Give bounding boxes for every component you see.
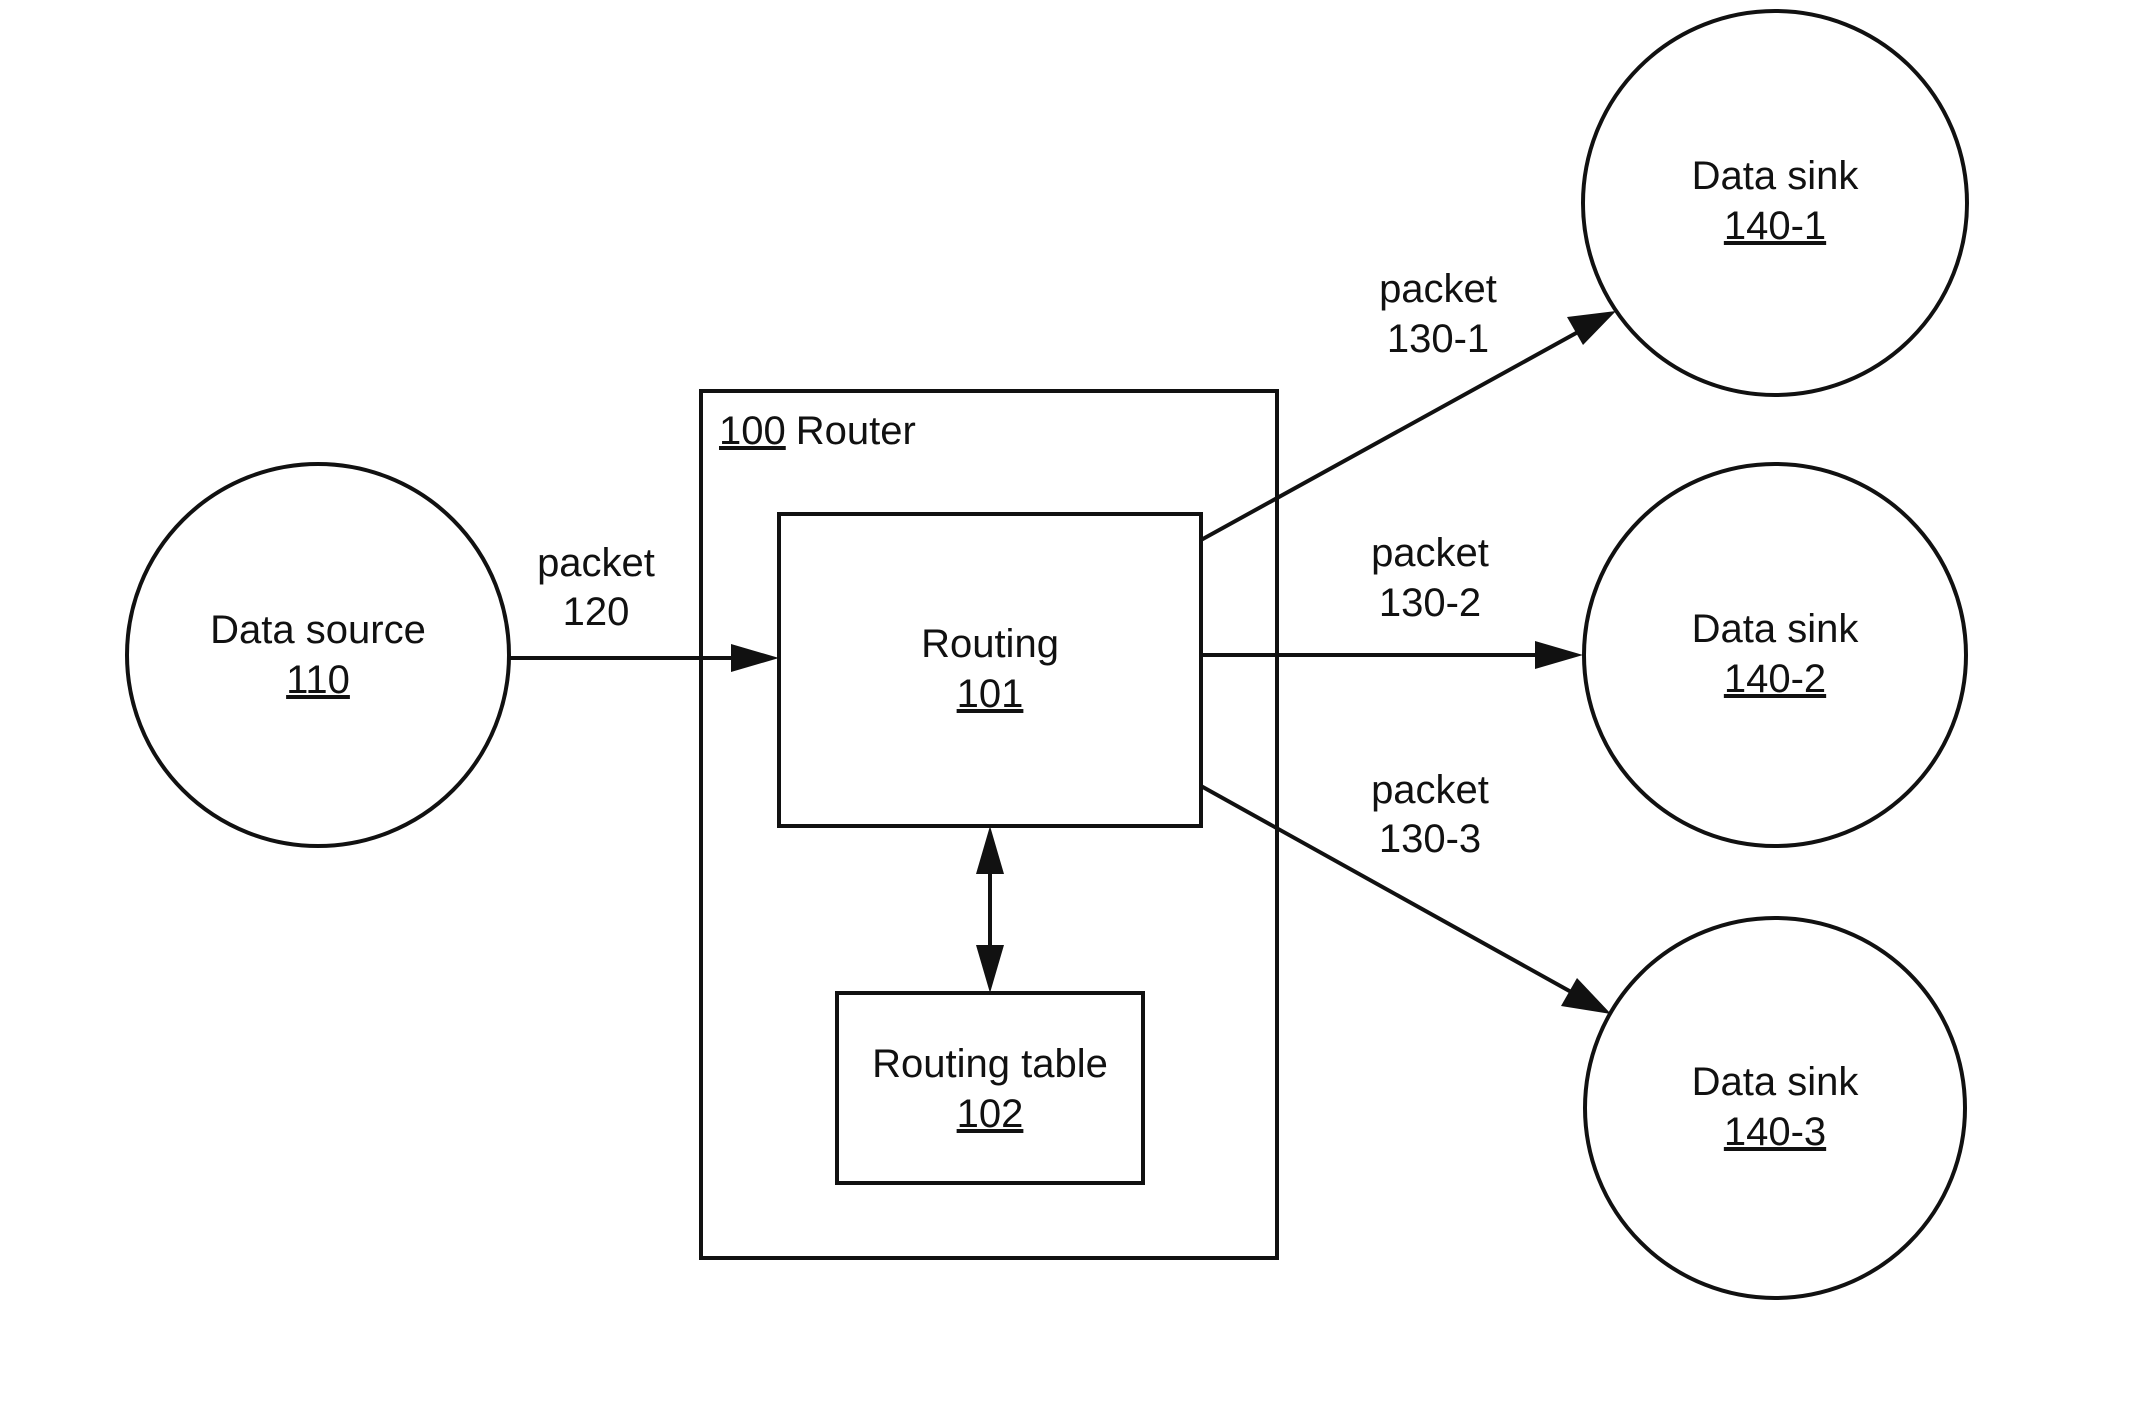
packet-out-ref-1: 130-1 <box>1387 317 1489 361</box>
data-sink-label-3: Data sink <box>1692 1060 1860 1104</box>
data-sink-node-1 <box>1583 11 1967 395</box>
packet-out-label-2: packet <box>1371 531 1489 575</box>
routing-table-label: Routing table <box>872 1042 1108 1086</box>
data-source-node <box>127 464 509 846</box>
data-sink-ref-2: 140-2 <box>1724 657 1826 701</box>
packet-in-ref: 120 <box>563 590 630 634</box>
packet-out-ref-2: 130-2 <box>1379 581 1481 625</box>
packet-out-ref-3: 130-3 <box>1379 817 1481 861</box>
data-sink-node-2 <box>1584 464 1966 846</box>
packet-out-label-3: packet <box>1371 768 1489 812</box>
routing-table-ref: 102 <box>957 1092 1024 1136</box>
data-source-label: Data source <box>210 608 426 652</box>
data-sink-node-3 <box>1585 918 1965 1298</box>
data-sink-ref-1: 140-1 <box>1724 204 1826 248</box>
data-source-ref: 110 <box>286 658 350 702</box>
routing-label: Routing <box>921 622 1059 666</box>
router-ref: 100 <box>719 409 786 453</box>
packet-out-arrow-2-head <box>1535 641 1583 669</box>
data-sink-ref-3: 140-3 <box>1724 1110 1826 1154</box>
data-sink-label-1: Data sink <box>1692 154 1860 198</box>
router-title: 100Router <box>719 409 916 453</box>
routing-ref: 101 <box>957 672 1024 716</box>
packet-out-arrow-1-head <box>1567 311 1616 345</box>
routing-table-box <box>837 993 1143 1183</box>
packet-in-label: packet <box>537 541 655 585</box>
routing-box <box>779 514 1201 826</box>
router-label: Router <box>796 409 916 453</box>
data-sink-label-2: Data sink <box>1692 607 1860 651</box>
packet-out-arrow-3-head <box>1561 978 1611 1014</box>
packet-out-label-1: packet <box>1379 267 1497 311</box>
